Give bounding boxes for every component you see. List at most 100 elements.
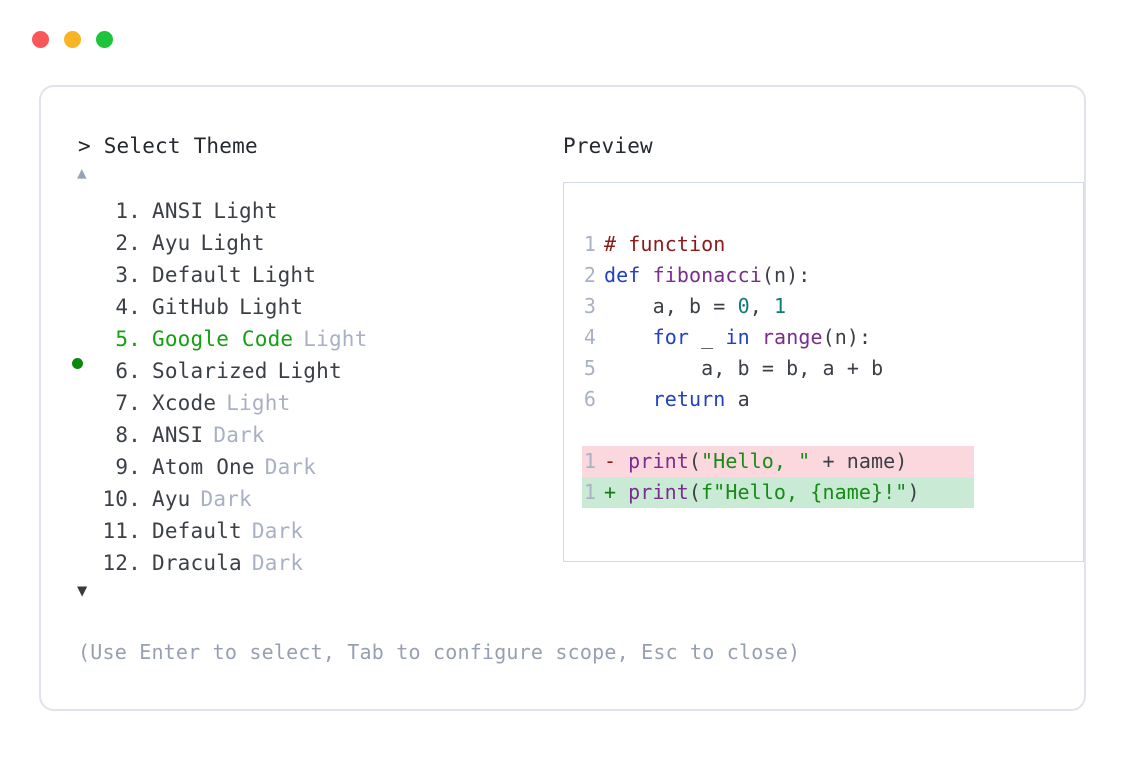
diff-marker-spacer <box>616 449 628 473</box>
theme-list-item[interactable]: 12. Dracula Dark <box>63 547 561 579</box>
theme-item-name: Google Code <box>152 327 294 351</box>
theme-list-item[interactable]: 4. GitHub Light <box>63 291 561 323</box>
theme-item-index: 12. <box>102 551 141 575</box>
code-token <box>750 325 762 349</box>
scroll-up-icon[interactable]: ▲ <box>77 163 87 182</box>
code-token: + name) <box>810 449 908 473</box>
code-token: 0 <box>737 294 750 318</box>
code-token: ( <box>688 449 702 473</box>
line-number: 4 <box>583 325 596 349</box>
minimize-button[interactable] <box>64 31 81 48</box>
code-line: 5 a, b = b, a + b <box>582 353 1083 384</box>
theme-item-variant: Light <box>251 263 317 287</box>
theme-list-item[interactable]: 10. Ayu Dark <box>63 483 561 515</box>
theme-list-item[interactable]: 1. ANSI Light <box>63 195 561 227</box>
line-number: 1 <box>583 480 596 504</box>
theme-item-variant: Light <box>303 327 368 351</box>
theme-item-variant: Dark <box>251 519 304 543</box>
theme-item-index: 10. <box>102 487 141 511</box>
theme-item-variant: Dark <box>264 455 317 479</box>
theme-item-index: 1. <box>115 199 141 223</box>
close-button[interactable] <box>32 31 49 48</box>
code-token: # function <box>604 232 726 256</box>
theme-item-name: Default <box>152 263 242 287</box>
diff-marker-spacer <box>616 480 628 504</box>
line-number: 5 <box>583 356 596 380</box>
line-number: 6 <box>583 387 596 411</box>
theme-item-index: 6. <box>115 359 141 383</box>
code-token: f"Hello, {name}!" <box>701 480 908 504</box>
code-token: in <box>725 325 750 349</box>
theme-item-name: Ayu <box>152 231 191 255</box>
code-token: (n): <box>761 263 811 287</box>
theme-item-variant: Light <box>213 199 278 223</box>
prompt-caret-icon: > <box>78 134 91 158</box>
window-controls[interactable] <box>32 31 113 48</box>
theme-item-name: Solarized <box>152 359 268 383</box>
code-token: 1 <box>774 294 787 318</box>
code-token: "Hello, " <box>701 449 811 473</box>
code-token: , <box>749 294 775 318</box>
theme-item-variant: Dark <box>213 423 265 447</box>
selected-bullet-icon <box>72 358 83 369</box>
code-token <box>604 325 653 349</box>
code-line: 6 return a <box>582 384 1083 415</box>
code-token: _ <box>689 325 726 349</box>
code-line: 1 # function <box>582 229 1083 260</box>
theme-list-item[interactable]: 3. Default Light <box>63 259 561 291</box>
page-title: Select Theme <box>103 134 258 158</box>
theme-item-name: Xcode <box>152 391 217 415</box>
diff-marker-removed: - <box>604 449 617 473</box>
line-number: 1 <box>583 449 596 473</box>
theme-item-name: Dracula <box>152 551 242 575</box>
theme-item-index: 3. <box>115 263 141 287</box>
theme-item-variant: Dark <box>200 487 252 511</box>
line-number: 3 <box>583 294 596 318</box>
theme-item-index: 7. <box>115 391 141 415</box>
code-token: ( <box>688 480 702 504</box>
code-token: range <box>761 325 823 349</box>
theme-item-index: 11. <box>102 519 141 543</box>
theme-item-variant: Light <box>239 295 304 319</box>
code-token: print <box>628 449 689 473</box>
theme-item-variant: Dark <box>251 551 304 575</box>
code-blank-line <box>582 415 1083 446</box>
prompt-line: > Select Theme <box>78 133 561 159</box>
code-token: fibonacci <box>652 263 762 287</box>
code-token: ) <box>907 480 920 504</box>
theme-item-name: GitHub <box>152 295 230 319</box>
code-line: 4 for _ in range(n): <box>582 322 1083 353</box>
theme-list-item[interactable]: 6. Solarized Light <box>63 355 561 387</box>
theme-item-variant: Light <box>277 359 342 383</box>
code-token: (n): <box>822 325 872 349</box>
theme-item-name: ANSI <box>152 423 204 447</box>
code-token: a, b = b, a + b <box>604 356 884 380</box>
scroll-down-icon[interactable]: ▼ <box>77 581 88 601</box>
theme-item-name: Atom One <box>152 455 255 479</box>
diff-line-added: 1+ print(f"Hello, {name}!") <box>582 477 974 508</box>
maximize-button[interactable] <box>96 31 113 48</box>
line-number: 1 <box>583 232 596 256</box>
theme-item-name: ANSI <box>152 199 204 223</box>
line-number: 2 <box>583 263 596 287</box>
code-token: for <box>652 325 690 349</box>
code-line: 3 a, b = 0, 1 <box>582 291 1083 322</box>
diff-marker-added: + <box>604 480 617 504</box>
theme-item-index: 2. <box>115 231 141 255</box>
theme-item-index: 4. <box>115 295 141 319</box>
theme-item-name: Ayu <box>152 487 191 511</box>
diff-line-removed: 1- print("Hello, " + name) <box>582 446 974 477</box>
code-token <box>604 387 653 411</box>
